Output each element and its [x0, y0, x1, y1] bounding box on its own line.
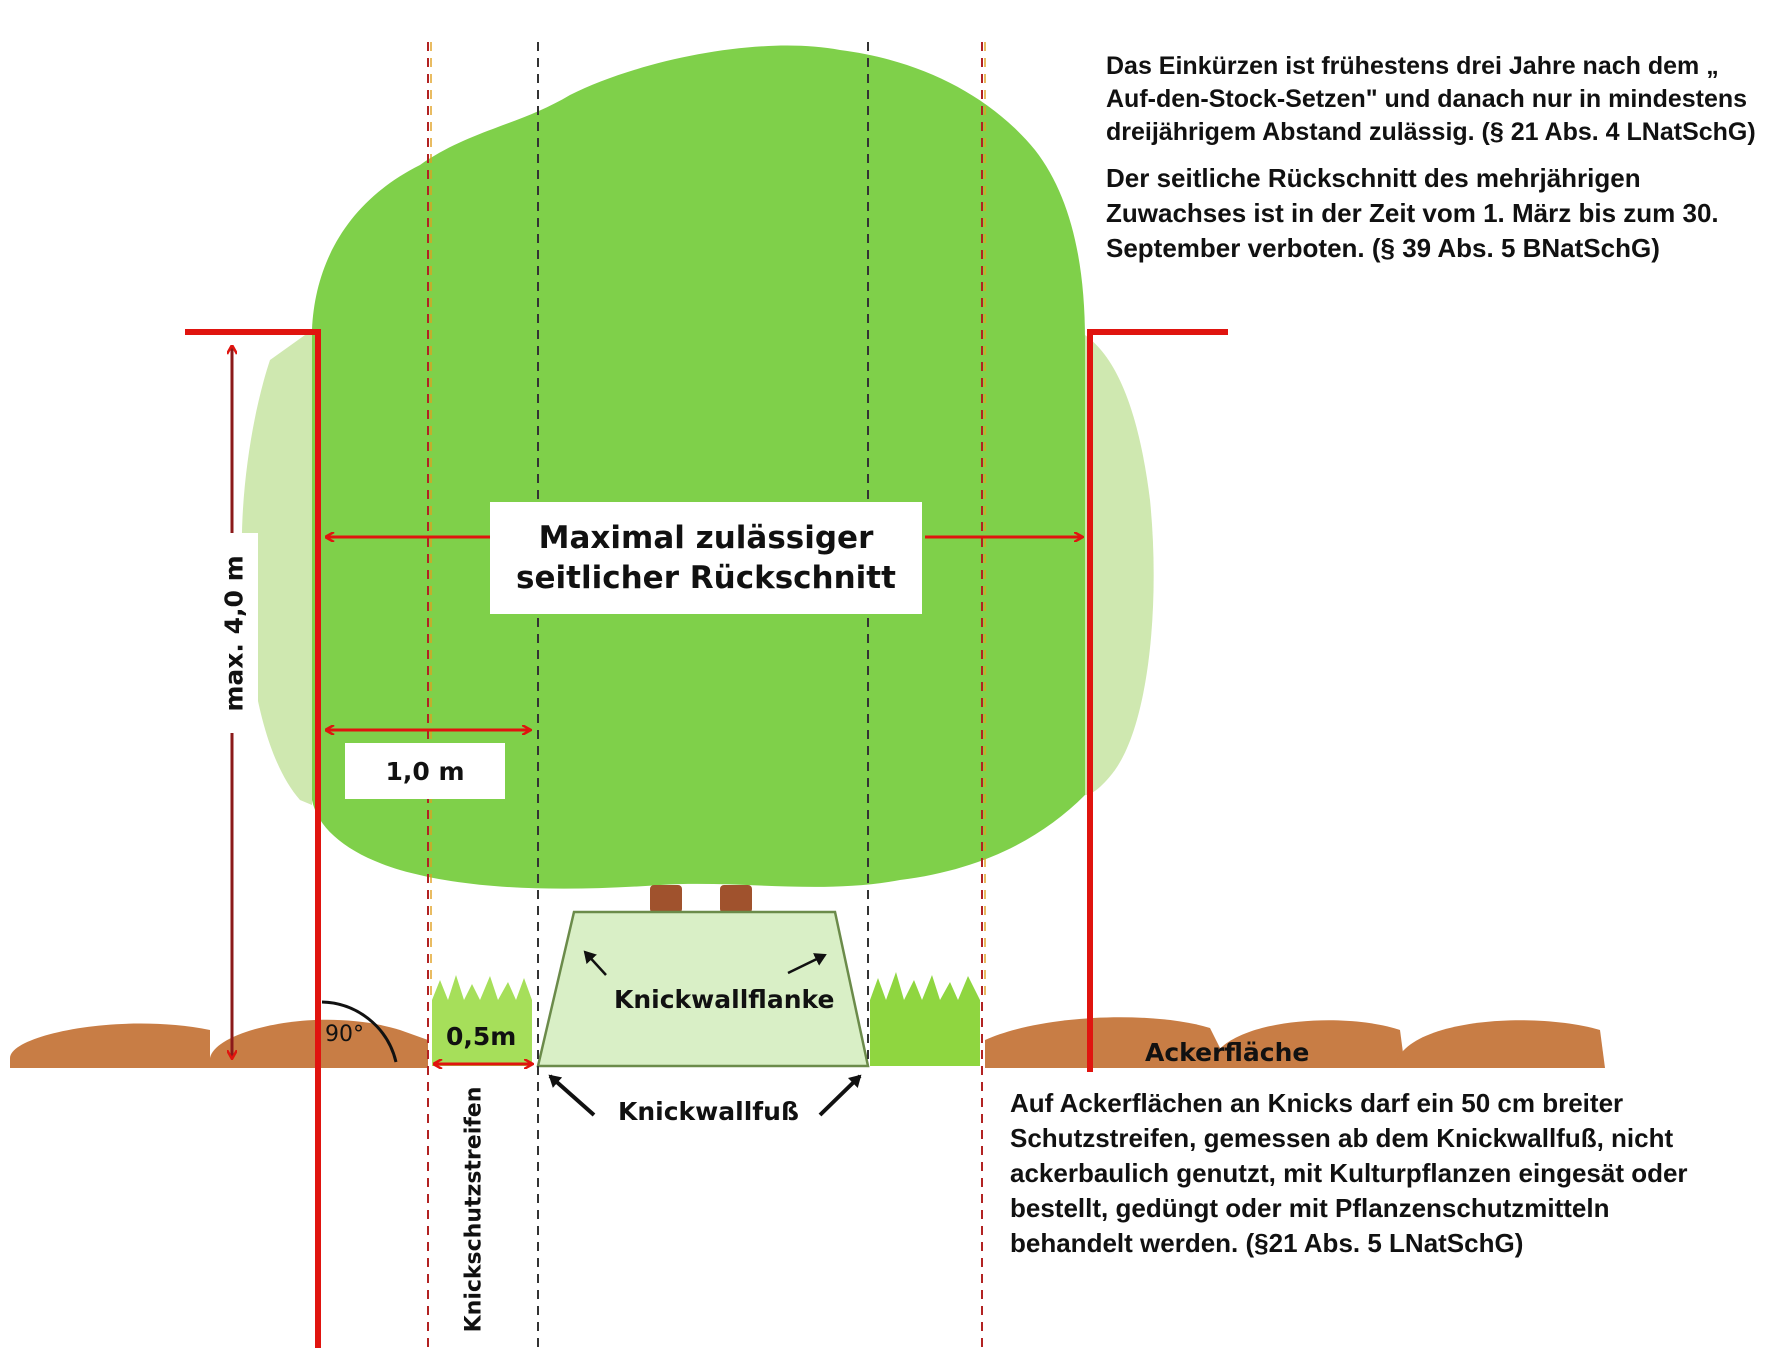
cut-line-left [185, 329, 321, 1348]
trunk-left [650, 885, 682, 913]
height-label: max. 4,0 m [219, 554, 249, 712]
note-bottom: Auf Ackerflächen an Knicks darf ein 50 c… [1010, 1086, 1710, 1273]
field-soil-right [985, 1017, 1605, 1068]
grass-left [432, 975, 532, 1066]
field-label: Ackerfläche [1145, 1038, 1310, 1067]
foot-arrow-left [548, 1074, 596, 1117]
protection-strip-box: Knickschutzstreifen [454, 1074, 494, 1344]
knick-wall [536, 910, 870, 1068]
max-cut-label: Maximal zulässiger seitlicher Rückschnit… [490, 502, 922, 614]
note-top-paragraph-2: Der seitliche Rückschnitt des mehrjährig… [1106, 163, 1719, 263]
protection-strip-label: Knickschutzstreifen [461, 1086, 487, 1332]
max-cut-label-line2: seitlicher Rückschnitt [516, 560, 896, 596]
tree-crown [312, 45, 1085, 889]
angle-label: 90° [325, 1022, 364, 1047]
crown-left-light [241, 330, 312, 805]
trunk-right [720, 885, 752, 913]
right-angle-arc [321, 1000, 398, 1063]
note-top: Das Einkürzen ist frühestens drei Jahre … [1106, 50, 1766, 278]
foot-arrow-right [818, 1074, 862, 1117]
grass-right [870, 972, 980, 1066]
note-top-paragraph-1: Das Einkürzen ist frühestens drei Jahre … [1106, 52, 1756, 146]
crown-right-light [1085, 335, 1154, 795]
wall-foot-label: Knickwallfuß [618, 1097, 799, 1126]
one-meter-box: 1,0 m [345, 743, 505, 799]
flank-arrow-right [787, 953, 827, 975]
one-meter-label: 1,0 m [385, 756, 465, 786]
field-soil-left [10, 1019, 428, 1068]
height-box: max. 4,0 m [210, 533, 258, 733]
wall-flank-label: Knickwallflanke [614, 985, 835, 1014]
note-bottom-paragraph: Auf Ackerflächen an Knicks darf ein 50 c… [1010, 1088, 1688, 1258]
flank-arrow-left [583, 950, 607, 976]
max-cut-label-line1: Maximal zulässiger [538, 520, 874, 556]
half-meter-label: 0,5m [446, 1022, 517, 1051]
cut-line-right [1087, 329, 1228, 1072]
